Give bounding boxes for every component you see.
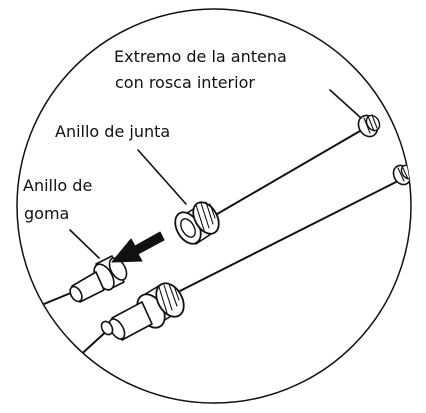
lower-cable-right	[169, 181, 397, 297]
leader-seal-ring	[137, 149, 187, 205]
magnifier-circle	[16, 8, 412, 404]
rubber-ring	[69, 255, 128, 303]
label-antenna-end-line1: Extremo de la antena	[114, 47, 287, 66]
label-rubber-ring-line1: Anillo de	[23, 176, 93, 195]
assembled-connector	[100, 282, 185, 341]
sealing-ring	[174, 201, 220, 245]
leader-antenna-end	[329, 89, 362, 119]
label-seal-ring: Anillo de junta	[55, 122, 171, 141]
label-rubber-ring-line2: goma	[24, 204, 70, 223]
leader-rubber-ring	[69, 229, 100, 259]
upper-antenna-end-nut	[357, 114, 381, 138]
assembly-arrow	[111, 231, 165, 263]
label-antenna-end-line2: con rosca interior	[115, 73, 255, 92]
upper-cable-right	[211, 130, 361, 218]
